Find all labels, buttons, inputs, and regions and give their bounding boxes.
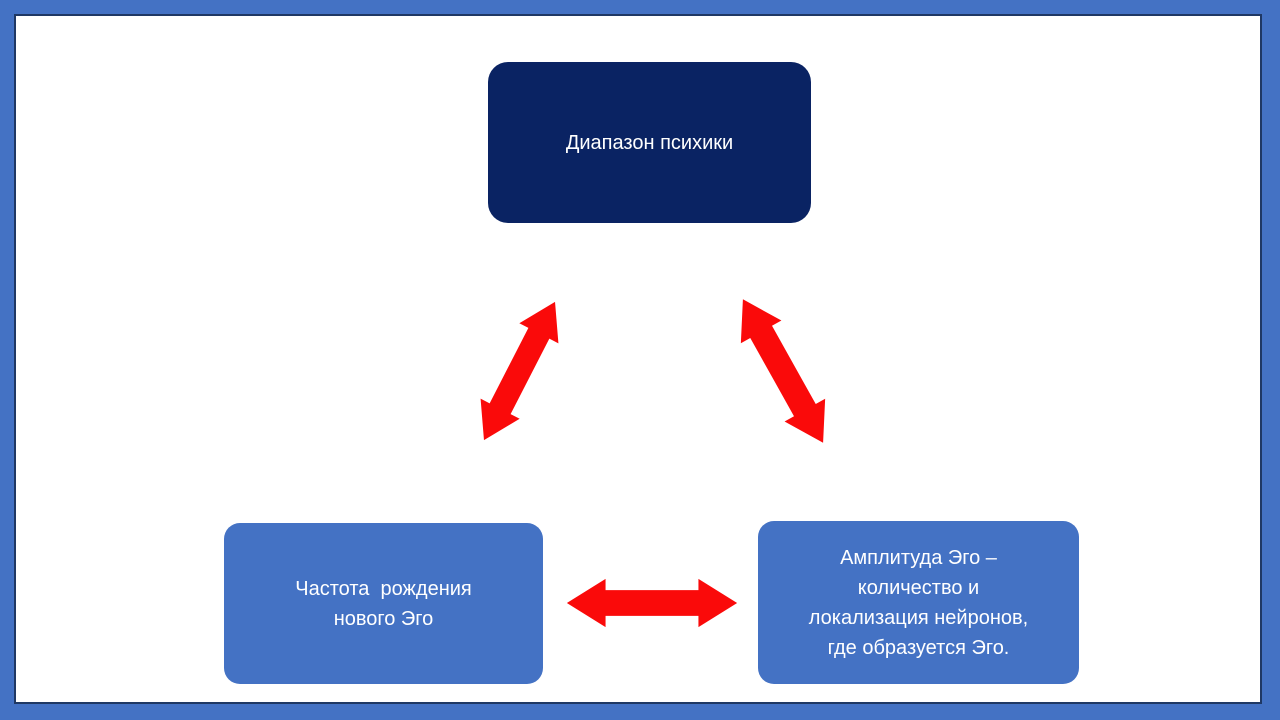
- diagram-node-ego-amplitude-line-4: где образуется Эго.: [827, 636, 1010, 659]
- diagram-node-ego-amplitude-line-2: количество и: [857, 576, 980, 599]
- diagram-node-ego-amplitude-line-1: Амплитуда Эго –: [840, 546, 997, 569]
- diagram-node-psyche-range-label: Диапазон психики: [565, 131, 734, 154]
- double-arrow-icon-bottom-left-to-bottom-right: [566, 574, 738, 632]
- diagram-node-ego-birth-frequency-line-1: Частота рождения: [295, 577, 472, 600]
- diagram-node-ego-birth-frequency-line-2: нового Эго: [333, 607, 434, 630]
- diagram-node-ego-amplitude: Амплитуда Эго – количество и локализация…: [758, 521, 1079, 684]
- double-arrow-icon-top-to-bottom-right: [717, 284, 849, 457]
- diagram-node-psyche-range: Диапазон психики: [488, 62, 811, 223]
- diagram-node-ego-birth-frequency: Частота рождения нового Эго: [224, 523, 543, 684]
- slide-canvas: Диапазон психики Частота рождения нового…: [14, 14, 1262, 704]
- diagram-node-ego-amplitude-line-3: локализация нейронов,: [808, 606, 1029, 629]
- double-arrow-icon-top-to-bottom-left: [458, 288, 581, 454]
